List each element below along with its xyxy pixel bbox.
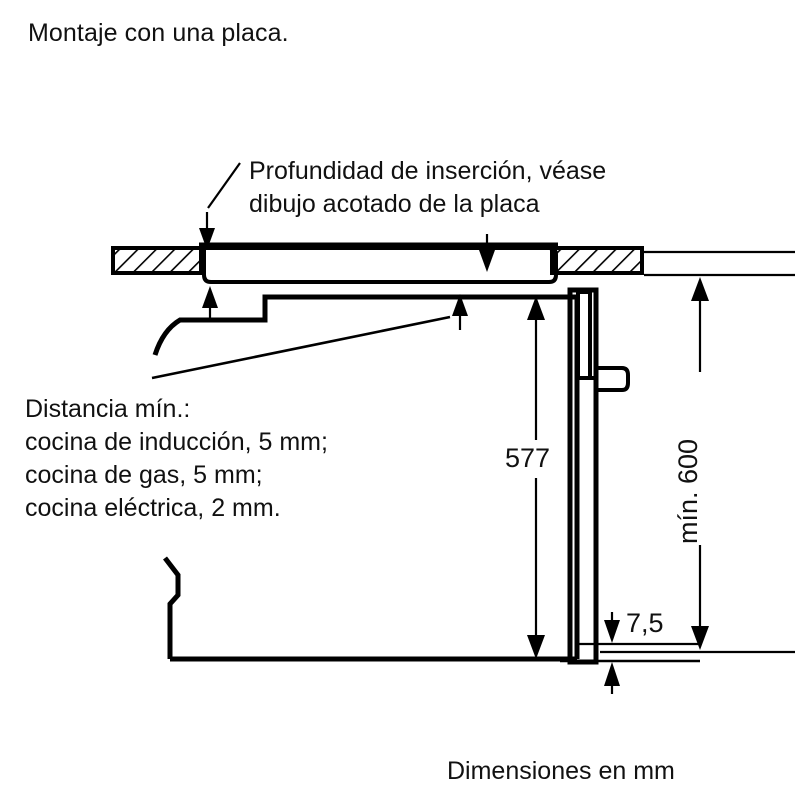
oven-cavity — [151, 294, 580, 662]
cooktop-body — [199, 242, 558, 284]
oven-door-handle — [594, 366, 630, 392]
dimension-line-oven-height — [527, 296, 545, 659]
dimension-label-oven-height: 577 — [505, 443, 551, 473]
insertion-depth-arrow-center — [479, 234, 495, 272]
min-distance-line-2: cocina de inducción, 5 mm; — [25, 428, 328, 456]
insertion-depth-callout: Profundidad de inserción, véase dibujo a… — [249, 155, 606, 221]
extension-lines-niche — [600, 250, 795, 654]
min-distance-arrow-left — [202, 286, 218, 320]
oven-door — [567, 287, 599, 665]
worktop-hatched-right — [550, 246, 644, 275]
min-distance-line-4: cocina eléctrica, 2 mm. — [25, 494, 281, 522]
min-distance-callout: Distancia mín.: cocina de inducción, 5 m… — [25, 393, 328, 525]
insertion-depth-line-1: Profundidad de inserción, véase — [249, 157, 607, 185]
min-distance-line-1: Distancia mín.: — [25, 395, 191, 423]
units-note: Dimensiones en mm — [447, 757, 675, 785]
worktop-hatched-left — [111, 246, 203, 275]
insertion-depth-line-2: dibujo acotado de la placa — [249, 190, 540, 218]
dimension-line-niche-height — [691, 277, 709, 650]
dimension-line-plinth-gap — [560, 612, 700, 694]
min-distance-line-3: cocina de gas, 5 mm; — [25, 461, 263, 489]
dimension-label-plinth-gap: 7,5 — [626, 608, 664, 638]
insertion-depth-leader — [199, 162, 241, 250]
page-title: Montaje con una placa. — [28, 19, 289, 47]
min-distance-arrow-right — [452, 294, 468, 330]
